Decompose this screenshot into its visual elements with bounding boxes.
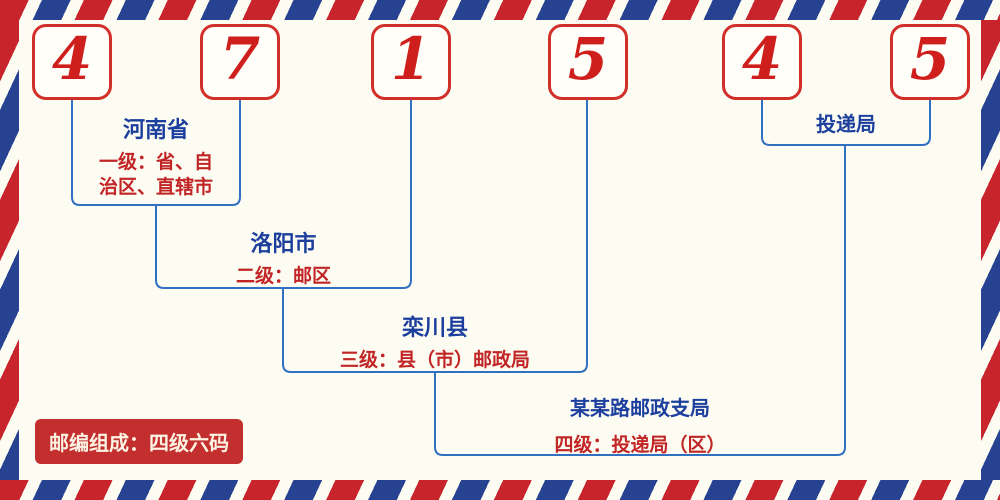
branch-annotation: 某某路邮政支局 四级：投递局（区） xyxy=(435,392,845,458)
delivery-annotation: 投递局 xyxy=(762,108,930,137)
city-name: 洛阳市 xyxy=(250,232,317,257)
composition-badge-label: 邮编组成：四级六码 xyxy=(49,431,229,455)
county-name: 栾川县 xyxy=(401,316,468,341)
digit-3: 1 xyxy=(390,25,432,93)
province-level-desc-line2: 治区、直辖市 xyxy=(98,176,213,198)
province-level-desc-line1: 一级：省、自 xyxy=(98,151,213,173)
branch-level-desc: 四级：投递局（区） xyxy=(554,434,726,456)
digit-box-1: 4 xyxy=(32,24,112,100)
digit-box-3: 1 xyxy=(371,24,451,100)
digit-2: 7 xyxy=(219,25,261,93)
province-name: 河南省 xyxy=(122,118,189,143)
airmail-border-top xyxy=(0,0,1000,20)
digit-box-2: 7 xyxy=(200,24,280,100)
county-level-desc: 三级：县（市）邮政局 xyxy=(339,349,530,371)
digit-4: 5 xyxy=(567,25,609,93)
digit-6: 5 xyxy=(909,25,951,93)
digit-box-4: 5 xyxy=(548,24,628,100)
province-level-desc: 一级：省、自 治区、直辖市 xyxy=(72,150,240,200)
digit-box-5: 4 xyxy=(722,24,802,100)
digit-box-6: 5 xyxy=(890,24,970,100)
province-annotation: 河南省 一级：省、自 治区、直辖市 xyxy=(72,112,240,200)
digit-5: 4 xyxy=(741,25,783,93)
digit-1: 4 xyxy=(51,25,93,93)
delivery-name: 投递局 xyxy=(816,112,876,136)
city-level-desc: 二级：邮区 xyxy=(235,265,331,287)
branch-name: 某某路邮政支局 xyxy=(570,396,710,420)
city-annotation: 洛阳市 二级：邮区 xyxy=(156,226,411,289)
county-annotation: 栾川县 三级：县（市）邮政局 xyxy=(283,310,587,373)
airmail-border-bottom xyxy=(0,480,1000,500)
airmail-border-right xyxy=(981,20,1000,480)
composition-badge: 邮编组成：四级六码 xyxy=(35,419,243,464)
airmail-border-left xyxy=(0,20,19,480)
